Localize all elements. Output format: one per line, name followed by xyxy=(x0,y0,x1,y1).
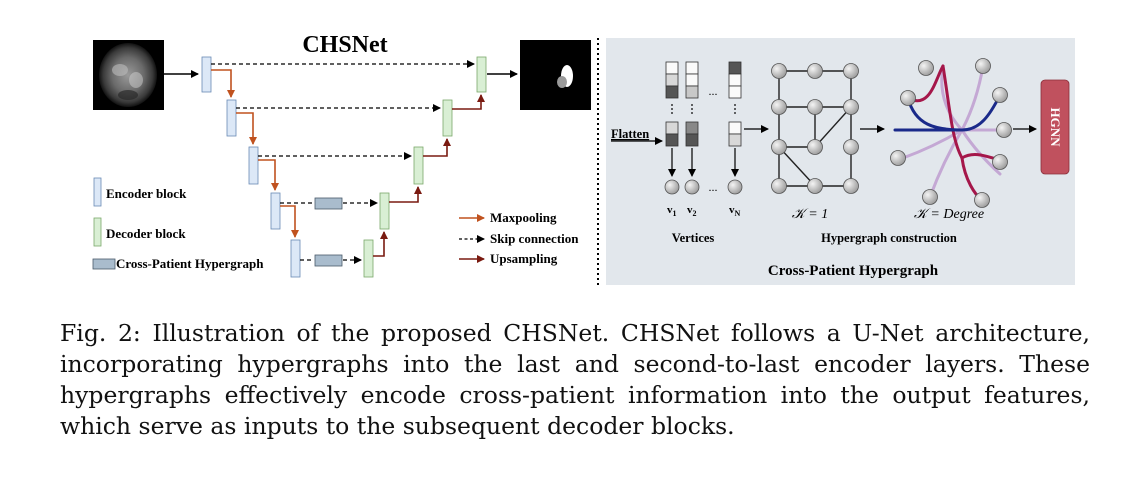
legend-decoder-label: Decoder block xyxy=(106,226,186,241)
kdegree-label: 𝒦 = Degree xyxy=(914,207,984,222)
legend-decoder-swatch xyxy=(93,217,102,247)
vertex-node-2 xyxy=(684,179,700,195)
vertex-node-1 xyxy=(664,179,680,195)
figure-title: CHSNet xyxy=(302,32,387,58)
vertex-node-n xyxy=(727,179,743,195)
skip-connections xyxy=(211,60,475,264)
vertical-ellipsis xyxy=(671,104,736,114)
decoder-block-1 xyxy=(476,56,487,93)
ellipsis-top: ... xyxy=(709,84,718,98)
decoder-block-4 xyxy=(379,192,390,230)
vertex-label-1: v1 xyxy=(667,204,677,218)
hypergraph-block-2 xyxy=(314,254,343,267)
maxpooling-arrows xyxy=(211,69,299,238)
feature-vectors-top xyxy=(665,61,742,99)
upsampling-arrows xyxy=(373,94,485,257)
hypergraph-block-1 xyxy=(314,197,343,210)
legend-upsampling-label: Upsampling xyxy=(490,251,558,266)
graph-k1-nodes xyxy=(771,63,859,194)
figure-caption: Fig. 2: Illustration of the proposed CHS… xyxy=(60,318,1090,442)
chsnet-figure: CHSNet xyxy=(92,32,1075,287)
decoder-block-3 xyxy=(413,146,424,185)
encoder-block-1 xyxy=(201,56,212,93)
decoder-block-2 xyxy=(442,99,453,137)
hgnn-label: HGNN xyxy=(1048,108,1063,148)
hypergraph-construction-label: Hypergraph construction xyxy=(821,231,957,245)
input-mri-image xyxy=(93,40,164,110)
hypergraph-nodes xyxy=(890,58,1012,208)
caption-label: Fig. 2: xyxy=(60,319,141,347)
legend-encoder-swatch xyxy=(93,177,102,207)
hyperedges-lavender xyxy=(901,64,1006,199)
legend-skip-label: Skip connection xyxy=(490,231,579,246)
output-segmentation-image xyxy=(520,40,591,110)
vertex-label-n: vN xyxy=(729,204,741,218)
hgnn-block xyxy=(1040,79,1070,175)
encoder-block-5 xyxy=(290,239,301,278)
decoder-block-5 xyxy=(363,239,374,278)
legend-maxpooling-label: Maxpooling xyxy=(490,210,557,225)
vertex-label-2: v2 xyxy=(687,204,697,218)
panel-title: Cross-Patient Hypergraph xyxy=(768,263,939,279)
legend-hypergraph-label: Cross-Patient Hypergraph xyxy=(116,256,264,271)
caption-text: Illustration of the proposed CHSNet. CHS… xyxy=(60,319,1090,440)
feature-vectors-bottom xyxy=(665,121,742,147)
legend-encoder-label: Encoder block xyxy=(106,186,187,201)
k1-label: 𝒦 = 1 xyxy=(792,207,828,222)
vertices-label: Vertices xyxy=(672,231,715,245)
encoder-block-4 xyxy=(270,192,281,230)
flatten-label: Flatten xyxy=(611,127,649,141)
legend-hypergraph-swatch xyxy=(92,258,116,270)
encoder-block-2 xyxy=(226,99,237,137)
vertex-down-arrows xyxy=(668,148,739,177)
encoder-block-3 xyxy=(248,146,259,185)
ellipsis-bottom: ... xyxy=(709,180,718,194)
